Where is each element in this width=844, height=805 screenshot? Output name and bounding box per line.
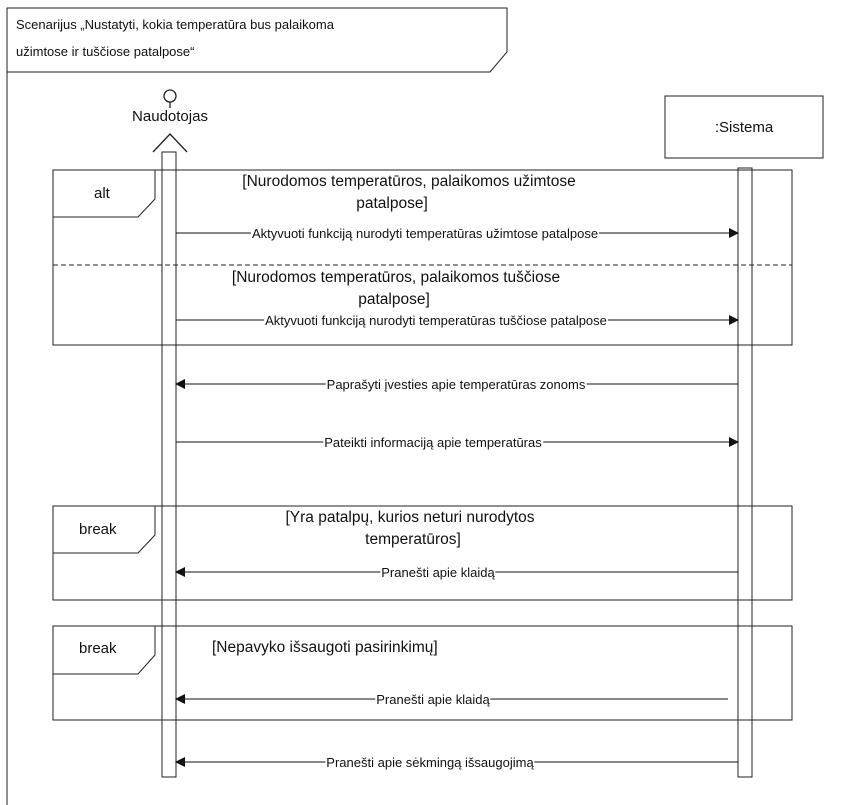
system-head-box [664, 95, 824, 159]
provide-info-label: Pateikti informaciją apie temperatūras [323, 435, 543, 450]
break1-message-label: Pranešti apie klaidą [380, 565, 496, 580]
alt-message2-label: Aktyvuoti funkciją nurodyti temperatūras… [264, 313, 608, 328]
alt-guard2-line1: [Nurodomos temperatūros, palaikomos tušč… [231, 269, 561, 286]
actor-name: Naudotojas [132, 108, 208, 125]
alt-message1-label: Aktyvuoti funkciją nurodyti temperatūras… [250, 226, 600, 241]
break2-guard: [Nepavyko išsaugoti pasirinkimų] [212, 639, 438, 656]
break1-guard-line1: [Yra patalpų, kurios neturi nurodytos [285, 509, 535, 526]
system-lifeline [737, 167, 753, 778]
break2-fragment [52, 625, 793, 721]
alt-guard2-line2: patalpose] [358, 291, 430, 308]
scenario-title-line2: užimtose ir tuščiose patalpose“ [16, 44, 195, 59]
alt-fragment [52, 169, 793, 346]
break1-guard-line2: temperatūros] [365, 531, 461, 548]
system-name: :Sistema [714, 119, 774, 136]
break1-fragment [52, 505, 793, 601]
alt-operator: alt [94, 185, 110, 202]
scenario-title-line1: Scenarijus „Nustatyti, kokia temperatūra… [16, 17, 334, 32]
scenario-frame [6, 7, 508, 805]
success-message-label: Pranešti apie sėkmingą išsaugojimą [325, 755, 535, 770]
actor-lifeline [161, 151, 177, 778]
request-input-label: Paprašyti įvesties apie temperatūras zon… [325, 377, 587, 392]
alt-guard1-line2: patalpose] [356, 195, 428, 212]
break2-message-label: Pranešti apie klaidą [375, 692, 491, 707]
break2-operator: break [79, 640, 117, 657]
break1-operator: break [79, 521, 117, 538]
alt-guard1-line1: [Nurodomos temperatūros, palaikomos užim… [242, 173, 576, 190]
